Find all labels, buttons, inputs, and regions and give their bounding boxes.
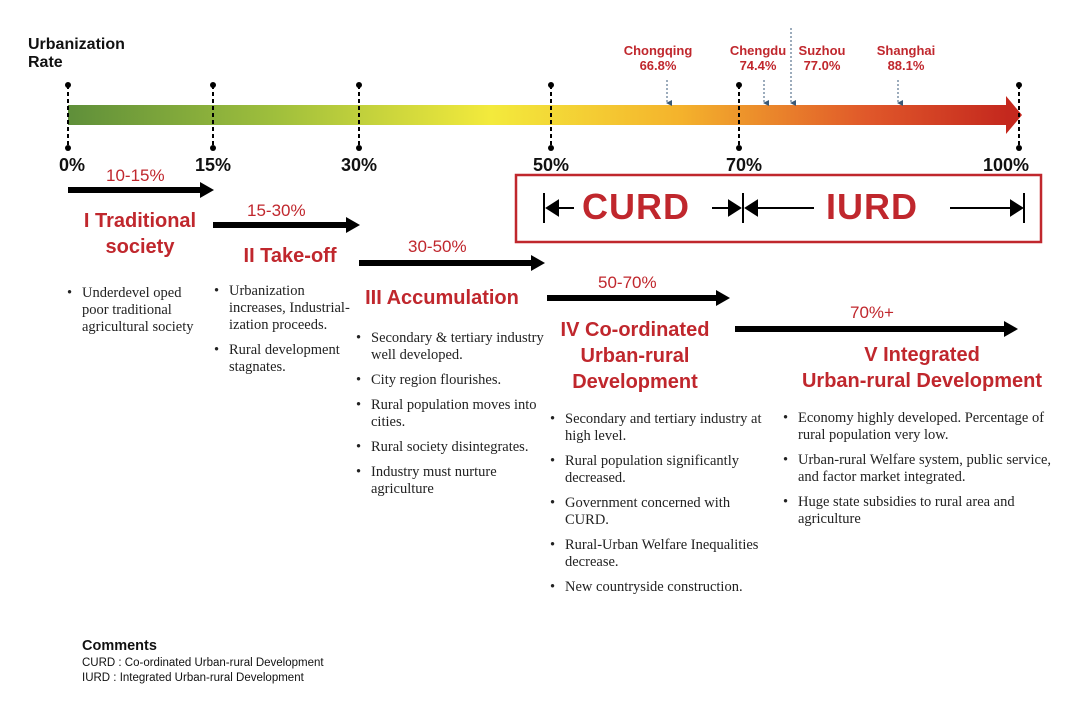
bullet-item: Rural development stagnates.	[214, 342, 359, 376]
tick-marker-100	[1016, 82, 1022, 151]
curd-bracket	[543, 193, 744, 223]
bullet-item: Rural-Urban Welfare Inequalities decreas…	[550, 537, 765, 571]
stage-4-title-line-2: Urban-rural	[580, 345, 690, 367]
gradient-bar	[68, 96, 1022, 134]
tick-label-70: 70%	[725, 155, 763, 175]
bullet-item: Economy highly developed. Percentage of …	[783, 410, 1063, 444]
tick-label-100: 100%	[982, 155, 1030, 175]
stage-3-title-line-1: III Accumulation	[365, 287, 519, 309]
tick-markers	[65, 82, 1022, 151]
bullet-item: Huge state subsidies to rural area and a…	[783, 494, 1063, 528]
stage-5-range: 70%+	[850, 303, 894, 322]
stage-3-range: 30-50%	[408, 237, 467, 256]
bullet-item: Secondary and tertiary industry at high …	[550, 411, 765, 445]
curd-label: CURD	[582, 186, 690, 227]
stage-2-bullets: Urbanization increases, Industrial- izat…	[211, 283, 359, 384]
stage-5-bullets: Economy highly developed. Percentage of …	[780, 410, 1063, 536]
bullet-item: Rural society disintegrates.	[356, 439, 551, 456]
comments-title: Comments	[82, 638, 157, 654]
tick-marker-30	[356, 82, 362, 151]
bullet-item: Secondary & tertiary industry well devel…	[356, 330, 551, 364]
axis-title-line-2: Rate	[28, 54, 63, 71]
bullet-item: New countryside construction.	[550, 579, 765, 596]
axis-title-line-1: Urbanization	[28, 36, 125, 53]
stage-2-title: II Take-off	[225, 243, 355, 269]
axis-title: Urbanization Rate	[28, 36, 125, 72]
stage-arrow-5	[735, 321, 1018, 337]
bullet-item: Urbanization increases, Industrial- izat…	[214, 283, 359, 334]
iurd-label: IURD	[826, 186, 918, 227]
stage-5-title: V Integrated Urban-rural Development	[767, 342, 1077, 394]
city-rate: 88.1%	[887, 58, 925, 73]
stage-3-bullets: Secondary & tertiary industry well devel…	[353, 330, 551, 506]
city-name: Chongqing	[623, 43, 693, 58]
city-name: Chengdu	[729, 43, 787, 58]
bullet-item: Rural population significantly decreased…	[550, 453, 765, 487]
stage-1-title-line-1: I Traditional	[83, 210, 197, 232]
city-name: Suzhou	[798, 43, 846, 58]
bullet-item: Underdevel oped poor traditional agricul…	[67, 285, 202, 336]
curd-iurd-box	[514, 173, 1043, 244]
bullet-item: City region flourishes.	[356, 372, 551, 389]
city-label-chongqing: Chongqing 66.8%	[613, 43, 703, 73]
stage-1-title: I Traditional society	[50, 208, 230, 260]
bullet-item: Industry must nurture agriculture	[356, 464, 551, 498]
stage-3-title: III Accumulation	[352, 285, 532, 311]
comment-iurd: IURD : Integrated Urban-rural Developmen…	[82, 672, 304, 684]
city-rate: 74.4%	[739, 58, 777, 73]
stage-arrow-1	[68, 182, 214, 198]
stage-1-title-line-2: society	[105, 236, 175, 258]
city-label-shanghai: Shanghai 88.1%	[861, 43, 951, 73]
bullet-item: Urban-rural Welfare system, public servi…	[783, 452, 1063, 486]
tick-label-15: 15%	[194, 155, 232, 175]
iurd-bracket	[744, 193, 1025, 223]
tick-label-0: 0%	[58, 155, 86, 175]
city-pointers	[666, 28, 903, 106]
stage-arrow-2	[213, 217, 360, 233]
stage-arrows	[68, 182, 1018, 337]
stage-1-bullets: Underdevel oped poor traditional agricul…	[64, 285, 202, 344]
tick-marker-15	[210, 82, 216, 151]
stage-4-title-line-1: IV Co-ordinated	[560, 319, 710, 341]
tick-label-30: 30%	[340, 155, 378, 175]
city-label-chengdu: Chengdu 74.4%	[713, 43, 803, 73]
city-label-suzhou: Suzhou 77.0%	[777, 43, 867, 73]
stage-5-title-line-2: Urban-rural Development	[801, 370, 1043, 392]
bullet-item: Government concerned with CURD.	[550, 495, 765, 529]
comment-curd: CURD : Co-ordinated Urban-rural Developm…	[82, 657, 324, 669]
bullet-item: Rural population moves into cities.	[356, 397, 551, 431]
tick-marker-0	[65, 82, 71, 151]
stage-4-range: 50-70%	[598, 273, 657, 292]
stage-arrow-4	[547, 290, 730, 306]
tick-marker-70	[736, 82, 742, 151]
stage-1-range: 10-15%	[106, 166, 165, 185]
stage-5-title-line-1: V Integrated	[864, 344, 980, 366]
stage-4-bullets: Secondary and tertiary industry at high …	[547, 411, 765, 604]
city-rate: 77.0%	[803, 58, 841, 73]
city-name: Shanghai	[876, 43, 936, 58]
stage-4-title: IV Co-ordinated Urban-rural Development	[535, 317, 735, 395]
tick-marker-50	[548, 82, 554, 151]
city-rate: 66.8%	[639, 58, 677, 73]
tick-label-50: 50%	[532, 155, 570, 175]
stage-2-range: 15-30%	[247, 201, 306, 220]
stage-arrow-3	[359, 255, 545, 271]
stage-2-title-line-1: II Take-off	[243, 245, 337, 267]
stage-4-title-line-3: Development	[572, 371, 698, 393]
